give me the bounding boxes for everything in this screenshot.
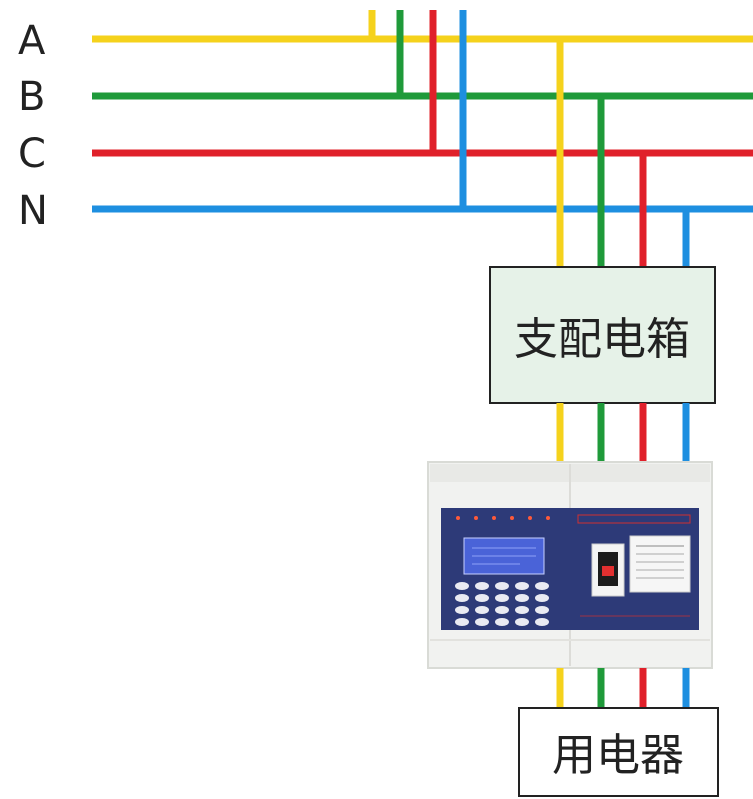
phase-n-label: N [18,188,48,234]
rating-label-plate [629,535,691,593]
appliance-box-label: 用电器 [552,730,684,781]
appliance-box [518,707,719,797]
status-led-row [456,516,550,520]
phase-b-label: B [18,74,45,120]
meter-device [427,461,713,669]
distribution-box-label: 支配电箱 [514,314,690,365]
keypad [455,582,549,626]
distribution-box [489,266,716,404]
phase-c-label: C [18,131,46,177]
breaker-switch-icon [591,543,625,597]
phase-a-label: A [18,18,46,64]
